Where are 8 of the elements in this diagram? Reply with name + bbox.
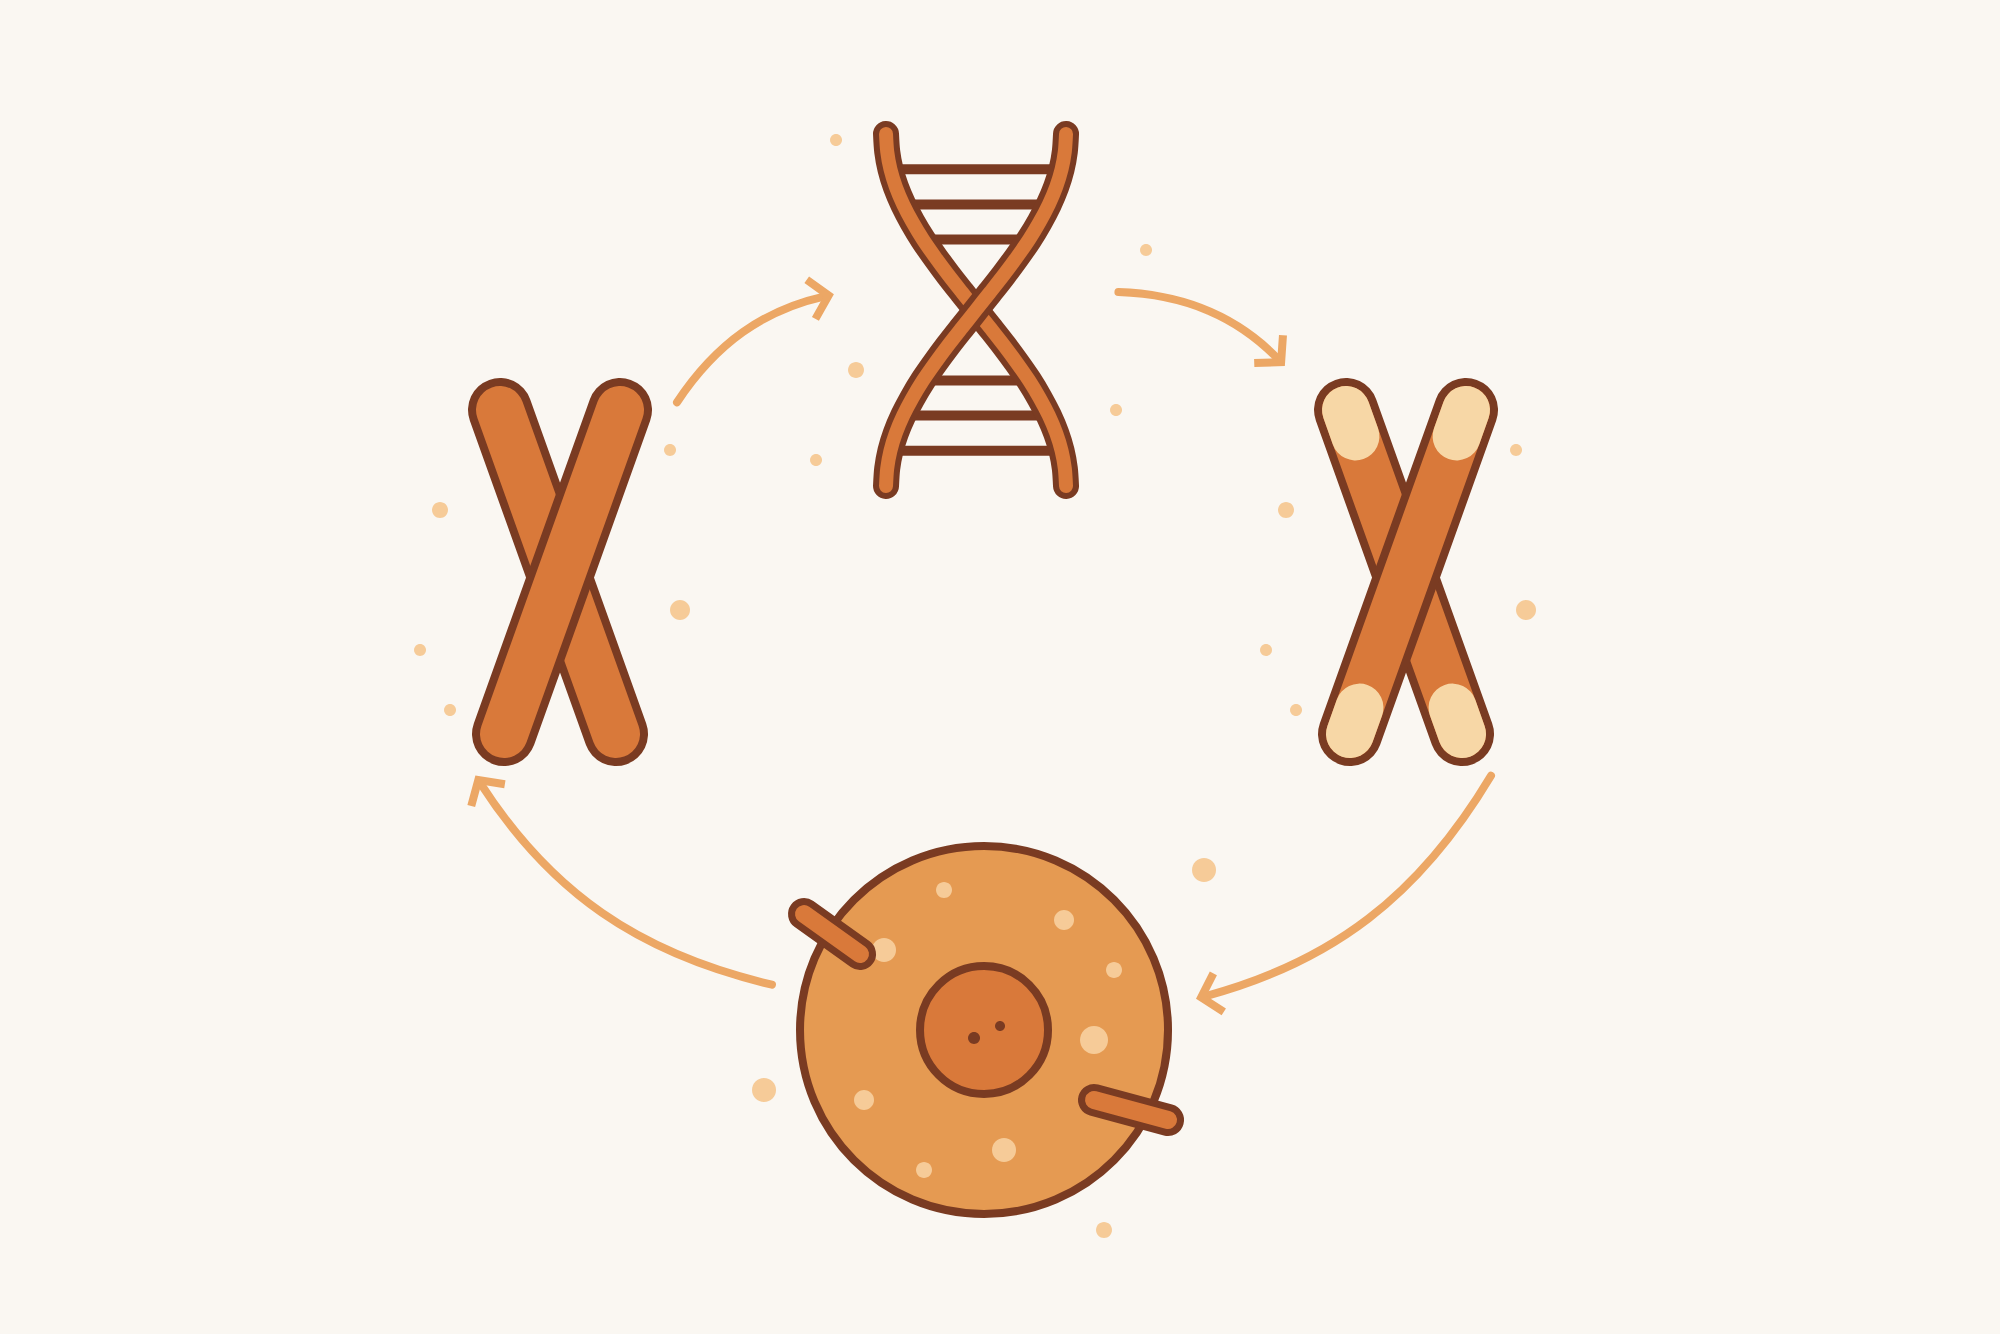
arrow — [1196, 771, 1495, 1016]
dna-helix-drawing — [810, 121, 1152, 499]
arrow — [673, 276, 834, 407]
arrow — [467, 775, 776, 989]
chromosome-drawing — [414, 378, 690, 766]
cell-drawing — [752, 842, 1216, 1238]
arrow — [1114, 288, 1287, 368]
chromosome-drawing — [1260, 378, 1536, 766]
